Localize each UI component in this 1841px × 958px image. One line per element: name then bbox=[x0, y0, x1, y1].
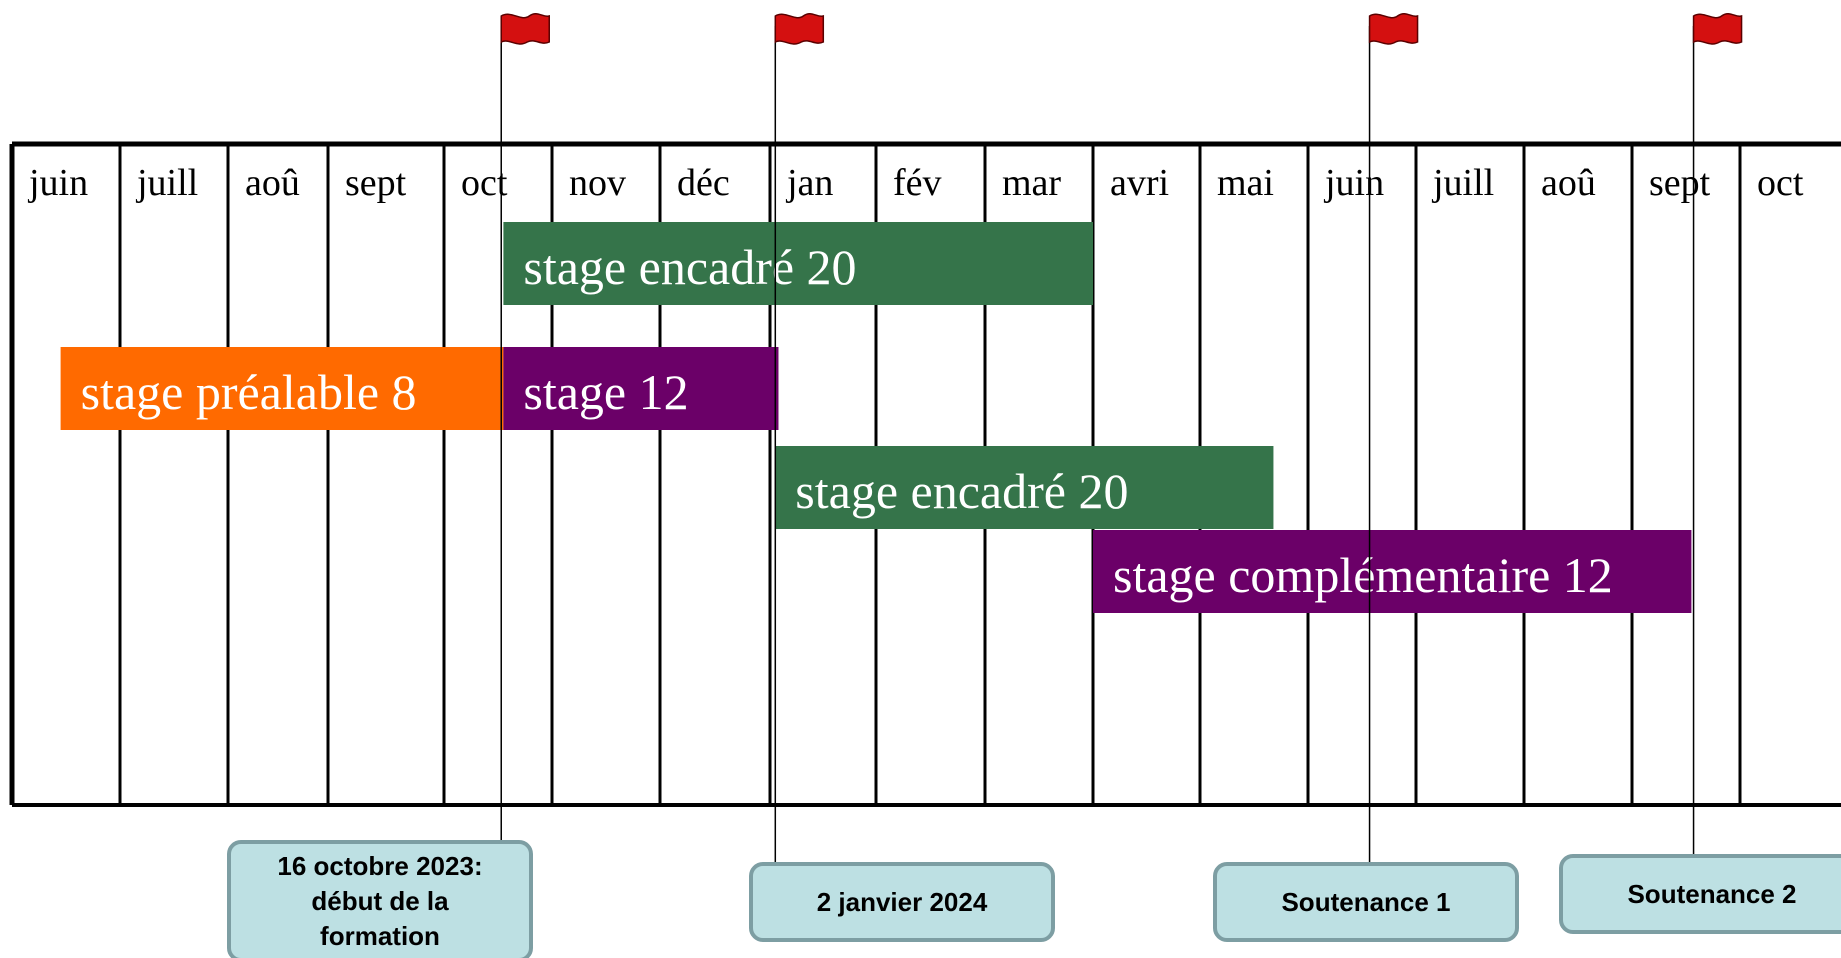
stage-bar-label: stage 12 bbox=[523, 364, 688, 420]
month-label: juill bbox=[135, 162, 198, 204]
stage-bar: stage 12 bbox=[503, 347, 779, 430]
month-label: avri bbox=[1110, 162, 1169, 204]
stage-bar: stage préalable 8 bbox=[60, 347, 504, 430]
month-label: juin bbox=[27, 162, 88, 204]
month-label: juill bbox=[1431, 162, 1494, 204]
month-label: aoû bbox=[1541, 162, 1596, 204]
month-label: aoû bbox=[245, 162, 300, 204]
milestone: Soutenance 1 bbox=[1213, 13, 1519, 942]
month-label: oct bbox=[461, 162, 508, 204]
month-label: jan bbox=[785, 162, 833, 204]
stage-bar-label: stage complémentaire 12 bbox=[1113, 547, 1613, 603]
month-label: sept bbox=[1649, 162, 1711, 204]
milestone-label: Soutenance 2 bbox=[1627, 879, 1796, 909]
milestone-callout bbox=[227, 840, 533, 958]
stage-bar-fill bbox=[1093, 530, 1692, 613]
flag-icon bbox=[500, 13, 550, 45]
stage-bar-fill bbox=[503, 222, 1093, 305]
milestone: Soutenance 2 bbox=[1559, 13, 1841, 934]
stage-bars: stage encadré 20 stage préalable 8 stage 1… bbox=[60, 222, 1692, 613]
flag-icon bbox=[1692, 13, 1743, 45]
milestone: 2 janvier 2024 bbox=[749, 13, 1055, 942]
month-label: déc bbox=[677, 162, 730, 204]
milestone-label: Soutenance 1 bbox=[1281, 887, 1450, 917]
month-label: oct bbox=[1757, 162, 1804, 204]
stage-bar-label: stage encadré 20 bbox=[795, 463, 1128, 519]
month-label: fév bbox=[893, 162, 942, 204]
milestone-callout bbox=[1559, 854, 1841, 934]
month-label: juin bbox=[1323, 162, 1384, 204]
stage-bar-label: stage encadré 20 bbox=[523, 239, 856, 295]
month-label: mar bbox=[1002, 162, 1061, 204]
stage-bar: stage encadré 20 bbox=[775, 446, 1274, 529]
stage-bar: stage complémentaire 12 bbox=[1093, 530, 1692, 613]
flag-icon bbox=[1368, 13, 1419, 45]
milestone-label: 2 janvier 2024 bbox=[817, 887, 988, 917]
stage-bar-fill bbox=[775, 446, 1274, 529]
month-label: nov bbox=[569, 162, 626, 204]
stage-bar-fill bbox=[503, 347, 779, 430]
month-label: sept bbox=[345, 162, 407, 204]
milestone-callout bbox=[749, 862, 1055, 942]
month-label: mai bbox=[1217, 162, 1274, 204]
stage-bar-fill bbox=[60, 347, 504, 430]
stage-bar: stage encadré 20 bbox=[503, 222, 1093, 305]
milestone-callout bbox=[1213, 862, 1519, 942]
flag-icon bbox=[774, 13, 825, 45]
stage-bar-label: stage préalable 8 bbox=[81, 364, 417, 420]
